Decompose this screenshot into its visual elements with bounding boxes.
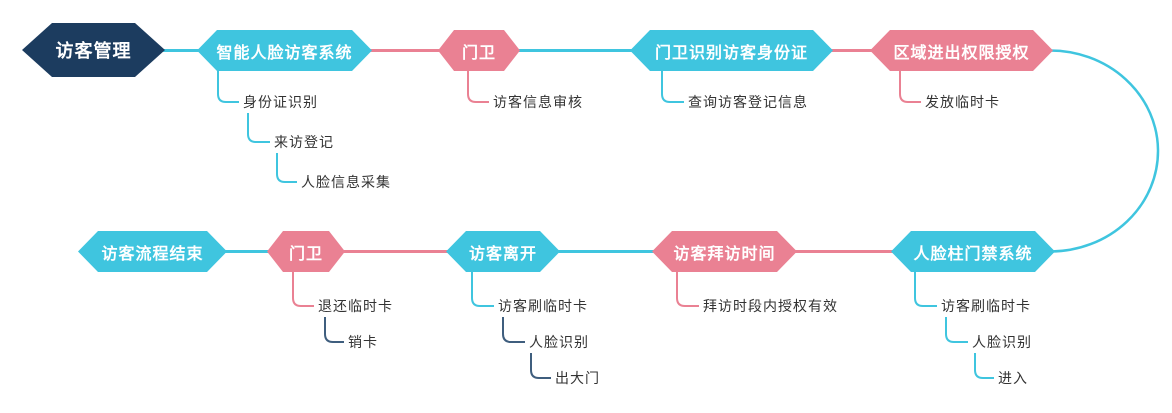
leaf-visitor-info-review[interactable]: 访客信息审核 <box>493 94 583 110</box>
leaf-cancel-card[interactable]: 销卡 <box>348 334 378 350</box>
leaf-id-card-recognition[interactable]: 身份证识别 <box>243 94 318 110</box>
elbow-connector <box>324 317 344 343</box>
node-visit-time[interactable]: 访客拜访时间 <box>652 231 797 272</box>
elbow-connector <box>276 153 297 183</box>
node-label: 访客拜访时间 <box>673 245 776 263</box>
leaf-authorized-within-period[interactable]: 拜访时段内授权有效 <box>703 298 838 314</box>
node-process-end[interactable]: 访客流程结束 <box>78 231 227 272</box>
node-label: 区域进出权限授权 <box>893 44 1030 62</box>
node-guard-bottom[interactable]: 门卫 <box>267 231 345 272</box>
elbow-connector <box>467 71 489 103</box>
elbow-connector <box>247 113 270 143</box>
leaf-query-registration-info[interactable]: 查询访客登记信息 <box>688 94 808 110</box>
node-root[interactable]: 访客管理 <box>22 23 165 77</box>
node-label: 访客离开 <box>468 245 537 263</box>
node-area-access-authorization[interactable]: 区域进出权限授权 <box>870 30 1053 71</box>
elbow-connector <box>914 272 937 307</box>
node-guard-checks-visitor-id[interactable]: 门卫识别访客身份证 <box>630 30 833 71</box>
leaf-swipe-temp-card-enter[interactable]: 访客刷临时卡 <box>941 298 1031 314</box>
leaf-face-info-capture[interactable]: 人脸信息采集 <box>301 174 391 190</box>
leaf-enter[interactable]: 进入 <box>998 370 1028 386</box>
elbow-connector <box>530 353 551 379</box>
elbow-connector <box>974 353 994 379</box>
leaf-swipe-temp-card-leave[interactable]: 访客刷临时卡 <box>498 298 588 314</box>
node-label: 门卫 <box>461 44 496 62</box>
leaf-issue-temp-card[interactable]: 发放临时卡 <box>925 94 1000 110</box>
leaf-face-recognition-enter[interactable]: 人脸识别 <box>972 334 1032 350</box>
elbow-connector <box>502 317 525 343</box>
node-smart-face-visitor-system[interactable]: 智能人脸访客系统 <box>197 30 372 71</box>
node-visitor-leaves[interactable]: 访客离开 <box>446 231 560 272</box>
node-label: 人脸柱门禁系统 <box>913 245 1033 263</box>
leaf-visit-registration[interactable]: 来访登记 <box>274 134 334 150</box>
leaf-face-recognition-leave[interactable]: 人脸识别 <box>529 334 589 350</box>
node-label: 访客流程结束 <box>101 245 204 263</box>
elbow-connector <box>945 317 968 343</box>
node-label: 门卫识别访客身份证 <box>654 44 808 62</box>
node-label: 智能人脸访客系统 <box>216 44 353 62</box>
elbow-connector <box>471 272 494 307</box>
elbow-connector <box>661 71 684 103</box>
elbow-connector <box>292 272 314 307</box>
node-label: 访客管理 <box>55 41 132 61</box>
leaf-exit-gate[interactable]: 出大门 <box>555 370 600 386</box>
connector-wrap-arc <box>1048 49 1160 253</box>
node-guard-top[interactable]: 门卫 <box>438 30 520 71</box>
leaf-return-temp-card[interactable]: 退还临时卡 <box>318 298 393 314</box>
node-label: 门卫 <box>288 245 323 263</box>
elbow-connector <box>899 71 921 103</box>
elbow-connector <box>676 272 699 307</box>
node-face-pillar-access-system[interactable]: 人脸柱门禁系统 <box>891 231 1055 272</box>
elbow-connector <box>217 71 239 103</box>
